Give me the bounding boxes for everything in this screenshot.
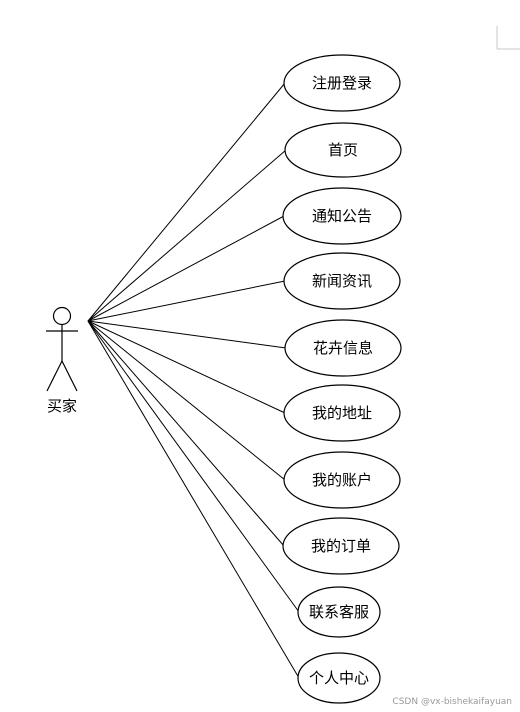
association-line [87,320,300,613]
actor-figure [46,306,78,392]
use-case-ellipse [284,122,402,178]
use-case-ellipse [282,517,400,575]
use-case-ellipse [283,252,401,310]
use-case-label: 联系客服 [309,603,369,621]
use-case-label: 首页 [328,141,358,159]
use-case-label: 花卉信息 [313,339,373,357]
use-case-label: 通知公告 [312,207,372,225]
watermark: CSDN @vx-bishekaifayuan [392,697,512,707]
association-line [87,320,286,481]
use-case-ellipse [283,54,401,112]
use-case-ellipse [282,187,402,245]
association-line [87,82,286,322]
actor-label: 买家 [47,397,77,415]
use-case-ellipse [297,586,381,638]
use-case-label: 个人中心 [309,669,369,687]
actor-head [52,306,72,326]
actor-right-leg [61,360,78,392]
association-lines [87,82,300,679]
use-case-ellipse [283,384,401,442]
association-line [87,280,286,322]
use-case-ellipse [283,451,401,509]
association-line [87,320,286,414]
use-case-label: 注册登录 [312,74,372,92]
association-line [87,320,285,547]
association-line [87,320,287,349]
use-case-ellipse [284,319,402,377]
use-case-ellipse [297,652,381,704]
use-case-label: 我的地址 [312,404,372,422]
association-line [87,149,287,322]
actor-left-leg [46,360,63,392]
use-case-label: 新闻资讯 [312,272,372,290]
page-corner-mark [496,26,520,50]
association-line [87,215,285,322]
association-line [87,320,300,679]
use-case-label: 我的账户 [312,471,372,489]
use-case-label: 我的订单 [311,537,371,555]
